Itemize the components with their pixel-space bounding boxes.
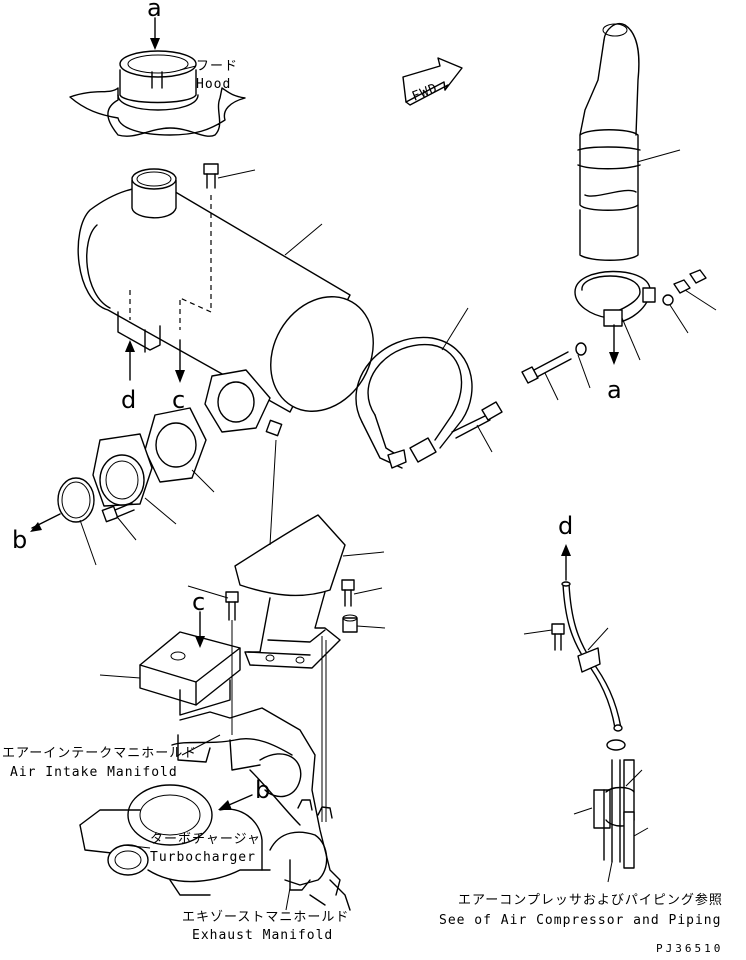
support-bolt-part — [341, 579, 355, 607]
intake-bracket-leader — [99, 674, 141, 679]
ref-a-clamp: a — [607, 376, 622, 404]
ref-c-muffler: c — [172, 386, 185, 414]
bolt-leader — [544, 372, 559, 401]
hood-part — [69, 50, 246, 137]
muffler-part — [77, 168, 374, 437]
support-nut-leader — [356, 625, 386, 629]
intake-bracket-bolt — [225, 591, 239, 735]
o-ring-part — [57, 477, 95, 523]
clamp-leader — [621, 317, 641, 361]
pipe-bolt-leader — [523, 629, 553, 635]
bolt-dashed-path — [179, 195, 212, 330]
intake-label-en: Air Intake Manifold — [10, 765, 178, 780]
compressor-fitting-part — [593, 739, 635, 869]
gasket-part — [144, 407, 207, 483]
flange-bolt-part — [101, 502, 135, 523]
nut-leader — [684, 289, 717, 311]
ref-c-bracket: c — [192, 588, 205, 616]
muffler-band-part — [355, 336, 473, 469]
support-connect-line — [269, 439, 277, 546]
turbo-label-en: Turbocharger — [150, 850, 256, 865]
tail-pipe-part — [577, 23, 641, 261]
ref-b: b — [12, 526, 27, 554]
band-bolt-leader — [476, 424, 493, 453]
flange-leader — [144, 497, 177, 525]
ref-a-top: a — [147, 0, 162, 22]
support-bracket-part — [234, 514, 346, 669]
hood-label-en: Hood — [196, 77, 231, 92]
o-ring-leader — [79, 519, 97, 566]
exhaust-label-jp: エキゾーストマニホールド — [182, 910, 349, 925]
support-bolt-leader — [353, 587, 383, 595]
washer2-leader — [669, 304, 689, 334]
tail-pipe-leader — [636, 149, 681, 163]
ref-arrow-a-clamp — [609, 324, 619, 365]
comp-leader-1 — [625, 769, 643, 787]
air-pipe-part — [561, 581, 623, 732]
engine-part — [79, 707, 351, 911]
compressor-label-jp: エアーコンプレッサおよびパイピング参照 — [458, 892, 723, 908]
hood-label-jp: フード — [196, 59, 238, 74]
intake-bolt-leader — [187, 585, 229, 599]
turbo-leader — [123, 844, 151, 849]
intake-label-jp: エアーインテークマニホールド — [2, 746, 197, 761]
fwd-label: FWD — [410, 81, 440, 105]
hood-leader — [179, 65, 197, 71]
intake-leader — [181, 734, 221, 756]
support-nut-part — [342, 614, 358, 633]
ref-arrow-d-pipe — [561, 544, 571, 581]
turbo-label-jp: ターボチャージャ — [150, 832, 261, 847]
flange-bolt-leader — [117, 517, 137, 541]
ref-arrow-c-bracket — [195, 611, 205, 648]
support-leader — [342, 551, 385, 557]
band-bolt-part — [451, 401, 503, 439]
ref-b-turbo: b — [255, 776, 270, 804]
exhaust-label-en: Exhaust Manifold — [192, 928, 333, 943]
comp-leader-2 — [573, 807, 593, 815]
bolt-top-leader — [217, 169, 256, 179]
drawing-code: PJ36510 — [656, 942, 723, 955]
exhaust-leader — [285, 887, 291, 911]
ref-arrow-b — [30, 513, 61, 532]
clamp-part — [574, 270, 656, 327]
compressor-label-en: See of Air Compressor and Piping — [439, 913, 721, 928]
fwd-arrow-icon — [402, 57, 463, 106]
pipe-leader — [587, 627, 609, 651]
flange-part — [92, 433, 153, 507]
muffler-leader — [284, 223, 323, 256]
ref-arrow-b-turbo — [218, 794, 253, 810]
ref-arrow-c-muffler — [175, 339, 185, 383]
pipe-bolt-part — [551, 623, 565, 651]
gasket-leader — [191, 469, 215, 493]
clamp-bolt-part — [521, 269, 707, 384]
ref-d-pipe: d — [558, 512, 573, 540]
ref-arrow-d-muffler — [125, 340, 135, 381]
comp-leader-4 — [607, 861, 613, 883]
ref-arrow-a-top — [150, 17, 160, 50]
muffler-bolt-part — [203, 163, 219, 189]
band-leader — [441, 307, 469, 351]
comp-leader-3 — [633, 827, 649, 837]
washer-leader — [577, 354, 591, 389]
ref-d-muffler: d — [121, 386, 136, 414]
intake-bracket-part — [139, 631, 241, 716]
